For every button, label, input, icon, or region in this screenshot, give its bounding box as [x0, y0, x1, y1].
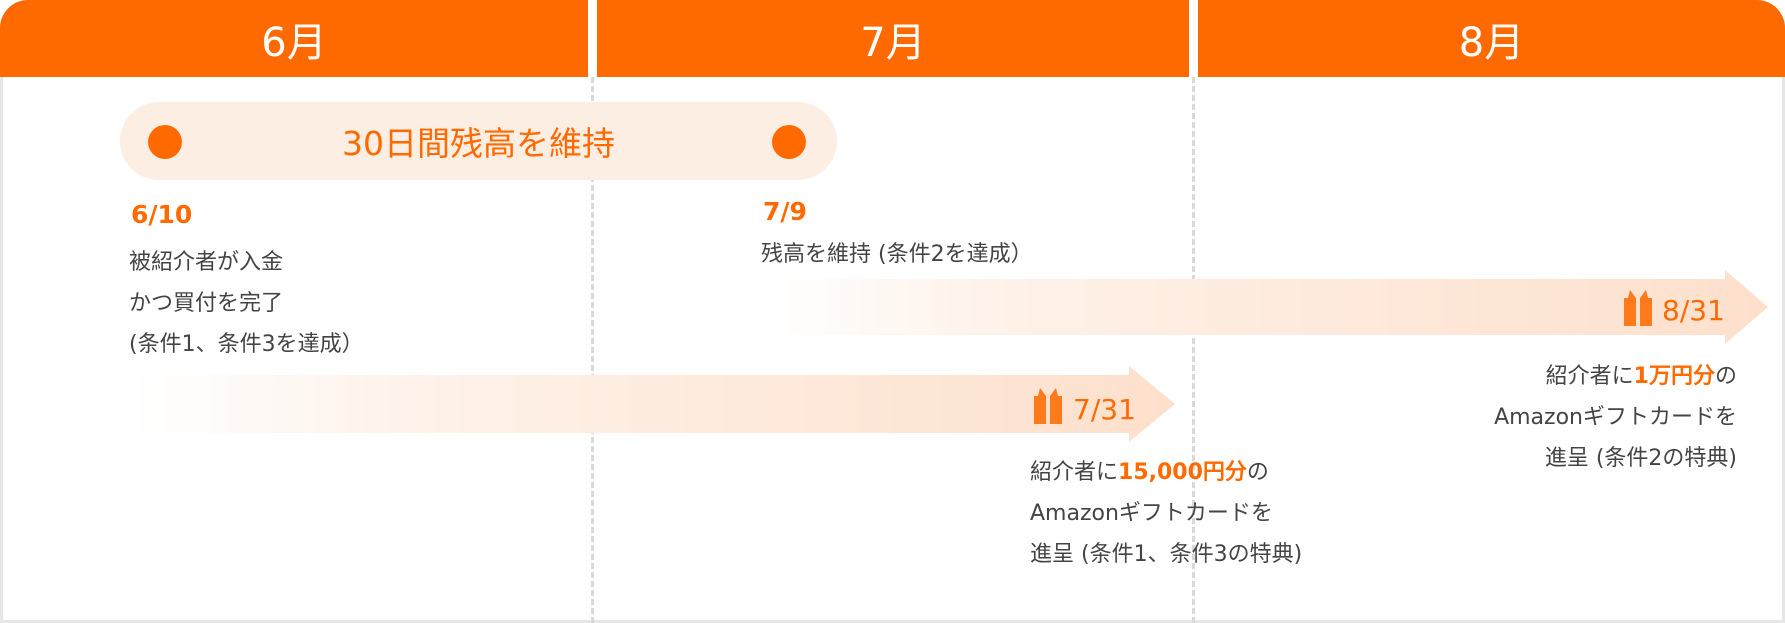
reward-amount: 1万円分 — [1633, 364, 1715, 389]
month-header-august: 8月 — [1198, 0, 1785, 77]
period-end-dot — [772, 125, 806, 159]
period-pill — [120, 102, 837, 180]
period-label: 30日間残高を維持 — [342, 124, 615, 163]
event-line: 被紹介者が入金 — [129, 250, 284, 275]
reward-line: Amazonギフトカードを — [1030, 501, 1273, 526]
reward-text: の — [1714, 364, 1737, 389]
month-header-july: 7月 — [597, 0, 1189, 77]
reward-line: 紹介者に1万円分の — [1494, 356, 1737, 397]
reward-text: 紹介者に — [1030, 460, 1119, 485]
reward-amount: 15,000円分 — [1118, 460, 1247, 485]
reward-text: の — [1246, 460, 1269, 485]
reward-date: 8/31 — [1662, 294, 1725, 327]
month-divider — [591, 77, 594, 623]
event-description: 被紹介者が入金 かつ買付を完了 (条件1、条件3を達成） — [129, 242, 364, 365]
event-date: 6/10 — [131, 200, 193, 229]
reward-date: 7/31 — [1073, 393, 1136, 426]
reward-line: Amazonギフトカードを — [1494, 405, 1737, 430]
gift-icon — [1624, 290, 1652, 326]
event-line: 残高を維持 (条件2を達成） — [761, 242, 1033, 267]
reward-text: 紹介者に — [1545, 364, 1634, 389]
reward-line: 進呈 (条件2の特典) — [1544, 446, 1737, 471]
period-start-dot — [148, 125, 182, 159]
reward-description: 紹介者に1万円分の Amazonギフトカードを 進呈 (条件2の特典) — [1494, 356, 1737, 479]
event-line: かつ買付を完了 — [129, 291, 284, 316]
month-divider — [1192, 77, 1195, 623]
event-line: (条件1、条件3を達成） — [129, 332, 364, 357]
arrow-to-aug31 — [760, 270, 1768, 344]
event-description: 残高を維持 (条件2を達成） — [761, 234, 1033, 275]
gift-icon — [1034, 388, 1062, 424]
reward-description: 紹介者に15,000円分の Amazonギフトカードを 進呈 (条件1、条件3の… — [1030, 452, 1302, 575]
event-date: 7/9 — [763, 197, 807, 226]
reward-line: 紹介者に15,000円分の — [1030, 452, 1302, 493]
month-header-june: 6月 — [0, 0, 588, 77]
arrow-to-jul31 — [129, 366, 1175, 442]
reward-line: 進呈 (条件1、条件3の特典) — [1030, 542, 1303, 567]
